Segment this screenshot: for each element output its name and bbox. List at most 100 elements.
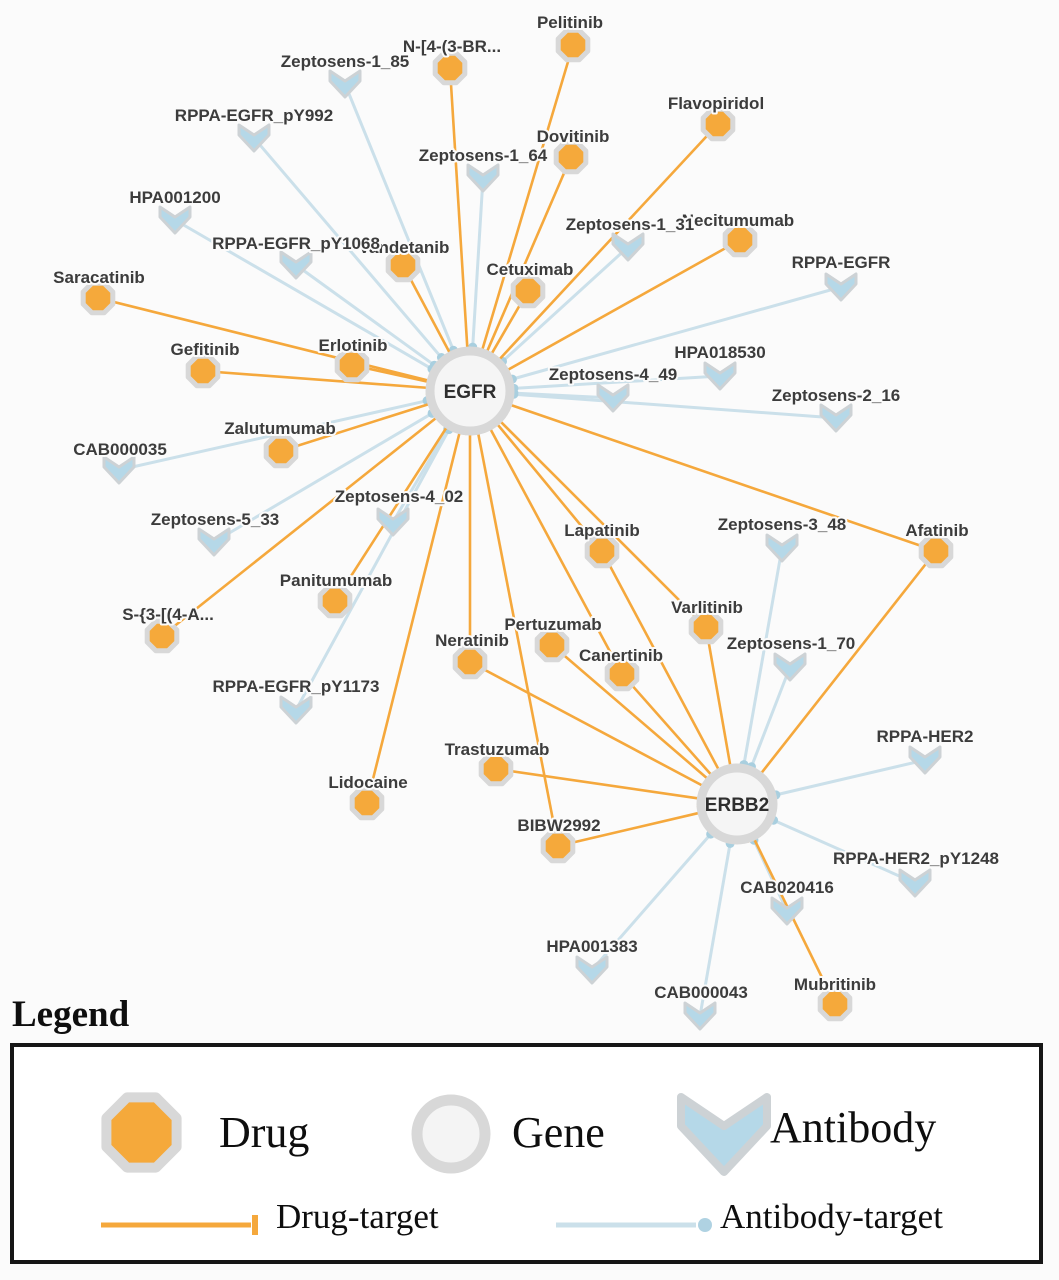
antibody-node[interactable]: [575, 955, 609, 985]
antibody-node[interactable]: [898, 868, 932, 898]
antibody-node[interactable]: [819, 403, 853, 433]
drug-node[interactable]: [334, 347, 370, 383]
drug-node[interactable]: [317, 583, 353, 619]
antibody-target-edge: [772, 818, 916, 885]
drug-target-edge: [448, 67, 469, 350]
drug-node[interactable]: [688, 609, 724, 645]
node-label: Flavopiridol: [668, 94, 764, 113]
drug-node[interactable]: [553, 139, 589, 175]
drug-node[interactable]: [534, 627, 570, 663]
drug-node[interactable]: [144, 618, 180, 654]
node-label: Varlitinib: [671, 598, 743, 617]
antibody-node[interactable]: [611, 232, 645, 262]
legend-box: Drug Gene Antibody Drug-target Antibody-…: [10, 1043, 1043, 1264]
drug-target-edge: [469, 660, 705, 788]
drug-target-edge: [202, 369, 429, 390]
antibody-node[interactable]: [770, 896, 804, 926]
drug-target-edge: [551, 644, 710, 781]
drug-target-edge: [495, 767, 700, 800]
drug-target-edge: [498, 419, 707, 628]
antibody-target-edge: [511, 285, 842, 381]
antibody-node[interactable]: [237, 123, 271, 153]
drug-node[interactable]: [385, 247, 421, 283]
antibody-node[interactable]: [466, 163, 500, 193]
network-canvas: EGFRERBB2PelitinibN-[4-(3-BR...Dovitinib…: [51, 11, 1001, 1031]
node-label: Necitumumab: [682, 211, 794, 230]
drug-node[interactable]: [432, 50, 468, 86]
drug-target-edge: [161, 416, 438, 638]
drug-target-edge: [759, 550, 938, 775]
drug-node[interactable]: [478, 751, 514, 787]
drug-target-edge: [704, 626, 732, 767]
legend-antibody-label: Antibody: [770, 1103, 937, 1152]
drug-node[interactable]: [540, 828, 576, 864]
antibody-node[interactable]: [279, 695, 313, 725]
drug-target-edge: [506, 238, 741, 372]
antibody-node[interactable]: [703, 361, 737, 391]
node-label: Lapatinib: [564, 521, 640, 540]
legend-antibody-target-label: Antibody-target: [720, 1197, 943, 1236]
node-label: Panitumumab: [280, 571, 392, 590]
node-label: Zeptosens-3_48: [718, 515, 847, 534]
antibody-node[interactable]: [328, 69, 362, 99]
antibody-target-edge: [775, 758, 926, 797]
antibody-target-edge: [213, 412, 433, 544]
drug-node[interactable]: [185, 353, 221, 389]
drug-node[interactable]: [722, 222, 758, 258]
node-label: CAB000043: [654, 983, 748, 1002]
drug-node[interactable]: [700, 106, 736, 142]
drug-node[interactable]: [349, 785, 385, 821]
node-label: Dovitinib: [537, 127, 610, 146]
drug-node[interactable]: [80, 280, 116, 316]
antibody-node[interactable]: [773, 652, 807, 682]
antibody-edge-layer: [118, 83, 926, 1017]
antibody-target-edge: [750, 666, 792, 768]
node-label: RPPA-EGFR: [792, 253, 891, 272]
drug-node[interactable]: [510, 273, 546, 309]
node-label: BIBW2992: [517, 816, 600, 835]
node-label: Cetuximab: [487, 260, 574, 279]
antibody-node[interactable]: [197, 527, 231, 557]
node-label: Gefitinib: [171, 340, 240, 359]
drug-node[interactable]: [263, 433, 299, 469]
node-label: Mubritinib: [794, 975, 876, 994]
antibody-target-edge: [501, 245, 630, 363]
node-label: Pertuzumab: [504, 615, 601, 634]
node-label: Zeptosens-1_85: [281, 52, 410, 71]
drug-target-edge: [280, 402, 431, 453]
antibody-node[interactable]: [376, 507, 410, 537]
drug-node[interactable]: [604, 656, 640, 692]
node-label: Canertinib: [579, 646, 663, 665]
drug-target-edge: [495, 422, 604, 552]
node-label: Afatinib: [905, 521, 968, 540]
drug-node[interactable]: [452, 644, 488, 680]
node-label: Zeptosens-2_16: [772, 386, 901, 405]
antibody-node[interactable]: [765, 533, 799, 563]
label-layer: PelitinibN-[4-(3-BR...DovitinibFlavopiri…: [51, 11, 1001, 1004]
drug-target-edge: [509, 403, 937, 553]
antibody-node[interactable]: [279, 250, 313, 280]
drug-target-edge: [621, 673, 713, 777]
drug-node[interactable]: [817, 986, 853, 1022]
drug-node[interactable]: [918, 533, 954, 569]
drug-edge-layer: [97, 44, 938, 1005]
drug-node[interactable]: [584, 533, 620, 569]
antibody-node[interactable]: [824, 272, 858, 302]
antibody-node[interactable]: [158, 205, 192, 235]
gene-node[interactable]: [696, 763, 778, 845]
node-label: Erlotinib: [319, 336, 388, 355]
gene-node[interactable]: [425, 346, 515, 436]
drug-target-edge: [97, 296, 430, 383]
node-label: RPPA-HER2_pY1248: [833, 849, 999, 868]
node-label: Zalutumumab: [224, 419, 335, 438]
legend-title: Legend: [12, 994, 130, 1035]
antibody-node[interactable]: [596, 383, 630, 413]
node-label: HPA001383: [546, 937, 637, 956]
antibody-node[interactable]: [102, 455, 136, 485]
drug-node[interactable]: [555, 27, 591, 63]
node-label: Lidocaine: [328, 773, 407, 792]
antibody-target-edge: [391, 428, 449, 523]
antibody-node[interactable]: [683, 1001, 717, 1031]
antibody-node[interactable]: [908, 745, 942, 775]
